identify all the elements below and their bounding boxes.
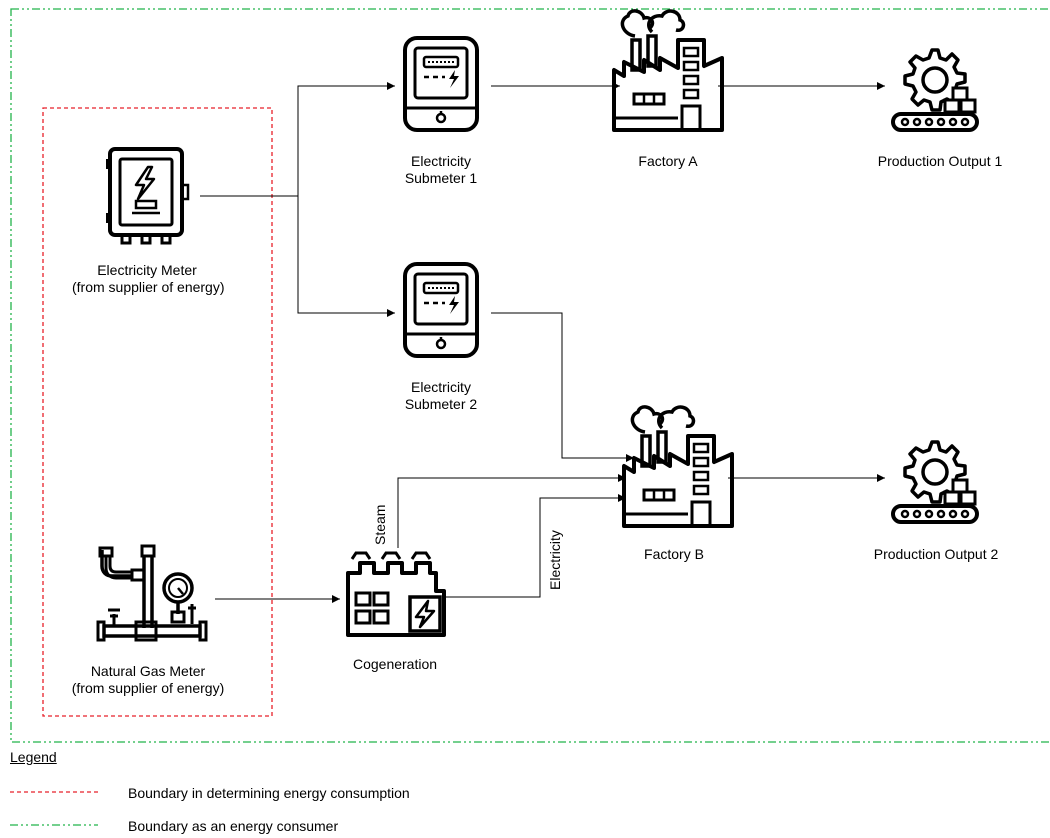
production-output-2-label: Production Output 2 xyxy=(873,546,999,562)
production-output-2-icon xyxy=(891,440,979,524)
connector-split-to-submeter1 xyxy=(297,82,395,196)
cogeneration-label: Cogeneration xyxy=(352,656,438,672)
production-output-1-icon xyxy=(891,48,979,132)
gas-meter-icon xyxy=(96,544,208,642)
legend-label-consumer-boundary: Boundary as an energy consumer xyxy=(128,818,339,834)
legend-title: Legend xyxy=(10,749,57,765)
submeter-1-label: Electricity Submeter 1 xyxy=(404,153,478,186)
electricity-submeter-2-icon xyxy=(403,262,479,358)
factory-b-icon xyxy=(622,404,734,528)
electricity-edge-label: Electricity xyxy=(547,530,563,590)
energy-consumption-boundary xyxy=(42,107,273,717)
electric-panel-icon xyxy=(106,147,190,245)
steam-edge-label: Steam xyxy=(372,504,388,545)
electricity-meter-label: Electricity Meter (from supplier of ener… xyxy=(72,262,225,295)
factory-a-label: Factory A xyxy=(638,153,698,169)
production-output-1-label: Production Output 1 xyxy=(877,153,1003,169)
natural-gas-meter-label: Natural Gas Meter (from supplier of ener… xyxy=(71,663,225,696)
cogeneration-plant-icon xyxy=(346,551,446,637)
connector-submeter2-to-factory-b xyxy=(491,312,634,462)
electricity-submeter-1-icon xyxy=(403,36,479,132)
submeter-2-label: Electricity Submeter 2 xyxy=(404,379,478,412)
connector-cogeneration-electricity-to-factory-b xyxy=(444,494,626,598)
energy-consumer-boundary xyxy=(10,8,1050,743)
factory-b-label: Factory B xyxy=(644,546,704,562)
legend-label-consumption-boundary: Boundary in determining energy consumpti… xyxy=(128,785,410,801)
factory-a-icon xyxy=(612,8,724,132)
connector-split-to-submeter2 xyxy=(297,196,395,317)
connector-cogeneration-steam-to-factory-b xyxy=(397,474,626,548)
